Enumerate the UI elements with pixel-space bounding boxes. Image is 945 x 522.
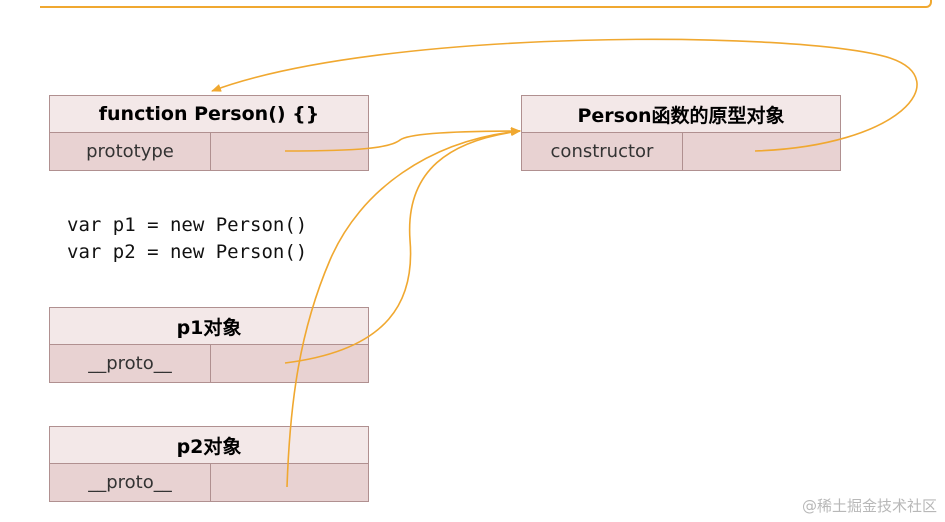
person-function-box: function Person() {} prototype xyxy=(49,95,369,171)
p1-object-row: __proto__ xyxy=(50,345,368,382)
p1-object-box: p1对象 __proto__ xyxy=(49,307,369,383)
p1-proto-key: __proto__ xyxy=(50,345,211,382)
p2-proto-value xyxy=(211,464,368,501)
p1-object-title: p1对象 xyxy=(50,308,368,345)
p2-object-title: p2对象 xyxy=(50,427,368,464)
constructor-value xyxy=(683,133,840,170)
prototype-object-row: constructor xyxy=(522,133,840,170)
person-function-title: function Person() {} xyxy=(50,96,368,133)
prototype-object-box: Person函数的原型对象 constructor xyxy=(521,95,841,171)
person-function-row: prototype xyxy=(50,133,368,170)
code-line-2: var p2 = new Person() xyxy=(67,241,308,263)
prototype-key: prototype xyxy=(50,133,211,170)
code-line-1: var p1 = new Person() xyxy=(67,214,308,236)
code-block: var p1 = new Person() var p2 = new Person… xyxy=(67,212,307,266)
constructor-key: constructor xyxy=(522,133,683,170)
p2-proto-key: __proto__ xyxy=(50,464,211,501)
top-border-decoration xyxy=(40,0,932,8)
prototype-value xyxy=(211,133,368,170)
p2-object-row: __proto__ xyxy=(50,464,368,501)
p2-object-box: p2对象 __proto__ xyxy=(49,426,369,502)
watermark: @稀土掘金技术社区 xyxy=(801,497,937,515)
prototype-object-title: Person函数的原型对象 xyxy=(522,96,840,133)
p1-proto-value xyxy=(211,345,368,382)
